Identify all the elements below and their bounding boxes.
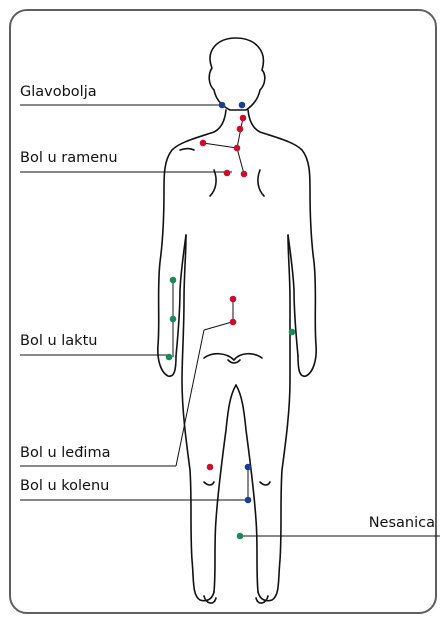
label-shoulder-pain: Bol u ramenu: [20, 150, 118, 166]
point-elbow-3: [166, 354, 173, 361]
point-back-3: [207, 464, 214, 471]
label-back-pain: Bol u leđima: [20, 445, 110, 461]
point-shoulder-4: [241, 171, 248, 178]
label-headache: Glavobolja: [20, 84, 97, 100]
shoulder-connector-2: [237, 148, 244, 174]
human-figure-back: [158, 38, 316, 603]
point-headache-1: [219, 102, 226, 109]
label-elbow-pain: Bol u laktu: [20, 333, 97, 349]
leader-lines: [20, 105, 440, 536]
point-insomnia: [237, 533, 244, 540]
point-neck-2: [237, 126, 244, 133]
neck-connector: [237, 118, 243, 148]
point-shoulder-1: [200, 140, 207, 147]
point-shoulder-2: [234, 145, 241, 152]
pain-points: [166, 102, 296, 540]
point-back-1: [230, 296, 237, 303]
leader-line-back-connector: [176, 330, 204, 466]
point-elbow-2: [170, 316, 177, 323]
leader-line-back-connector-2: [204, 322, 232, 330]
point-back-2: [230, 319, 237, 326]
point-elbow-1: [170, 277, 177, 284]
label-knee-pain: Bol u kolenu: [20, 478, 109, 494]
shoulder-connector-1: [203, 143, 237, 148]
point-knee-2: [245, 497, 252, 504]
point-knee-1: [245, 464, 252, 471]
point-elbow-4: [289, 329, 296, 336]
label-insomnia: Nesanica: [369, 515, 435, 531]
point-neck-1: [240, 115, 247, 122]
point-shoulder-3: [224, 170, 231, 177]
point-headache-2: [239, 102, 246, 109]
